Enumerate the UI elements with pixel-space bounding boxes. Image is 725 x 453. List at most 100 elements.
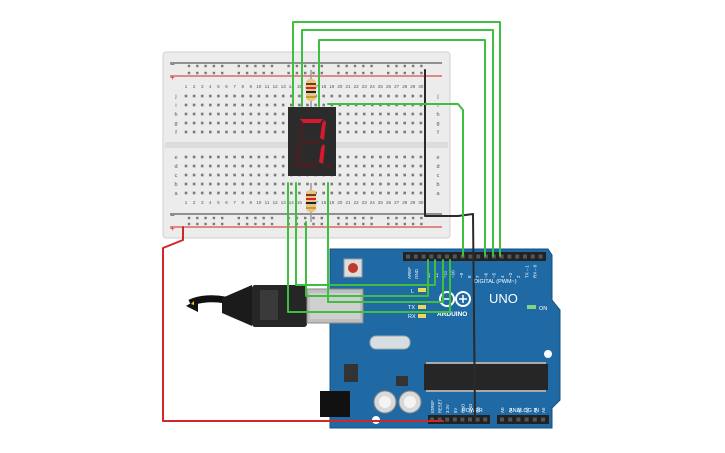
column-number: 6 [225,84,228,89]
resistor-top[interactable] [306,70,316,108]
rx-led [418,314,426,318]
column-number: 8 [241,84,244,89]
header-pin[interactable] [452,417,457,422]
header-pin[interactable] [499,254,504,259]
header-pin[interactable] [484,254,488,259]
arduino-logo-icon [439,291,471,307]
power-pin-label: 5V [453,408,458,413]
digital-pin-label: ~3 [508,272,513,278]
header-pin[interactable] [452,254,457,259]
header-pin[interactable] [468,417,472,422]
header-pin[interactable] [530,254,535,259]
column-number: 19 [329,200,335,205]
wire-green-8 [327,182,444,303]
power-pin-label: GND [460,404,465,413]
row-letter: a [174,191,178,197]
row-letter: f [437,130,439,136]
crystal [369,335,411,350]
analog-pin-label: A5 [541,407,546,413]
wires[interactable] [162,21,501,422]
header-pin[interactable] [516,417,521,422]
row-letter: h [174,112,177,118]
header-pin[interactable] [541,417,545,422]
power-label: POWER [462,408,483,414]
analog-pin-label: A4 [533,407,538,413]
header-pin[interactable] [445,417,450,422]
analog-pin-label: A3 [525,407,530,413]
header-pin[interactable] [437,417,442,422]
header-pin[interactable] [430,417,434,422]
column-number: 9 [250,200,253,205]
header-pin[interactable] [406,254,410,259]
header-pin[interactable] [538,254,543,259]
power-pin-label: IOREF [430,400,435,413]
decimal-point [327,164,331,168]
digital-pin-label: 8 [467,275,472,278]
header-pin[interactable] [476,254,481,259]
wire-red-5v [162,226,444,422]
row-letter: b [174,182,177,188]
header-pin[interactable] [468,254,473,259]
header-pin[interactable] [429,254,434,259]
atmega-chip [424,364,548,390]
header-pin[interactable] [483,417,488,422]
wire-green-1 [292,21,501,257]
column-number: 11 [265,200,270,205]
reset-button-cap[interactable] [348,263,358,273]
header-pin[interactable] [508,417,513,422]
column-number: 28 [402,200,408,205]
column-number: 27 [394,84,400,89]
rail-plus-label-bottom: + [170,224,175,233]
column-number: 7 [233,84,236,89]
digital-pin-label: 2 [516,275,521,278]
column-number: 4 [209,84,212,89]
power-pin-label: 3.3V [445,404,450,413]
usb-plug-icon [191,301,194,305]
seven-segment-display[interactable] [288,107,336,176]
row-letter: e [174,155,177,161]
column-number: 13 [281,200,287,205]
header-pin[interactable] [500,417,504,422]
header-pin[interactable] [437,254,442,259]
digital-pin-label: TX→1 [524,265,529,278]
analog-pin-label: A2 [516,407,521,413]
power-pin-label: RESET [438,399,443,413]
header-pin[interactable] [515,254,520,259]
column-number: 26 [386,84,392,89]
row-letter: i [437,103,438,109]
column-number: 18 [321,200,327,205]
row-letter: a [436,191,440,197]
column-number: 26 [386,200,392,205]
board-name: UNO [489,291,518,306]
voltage-regulator [344,364,358,382]
header-pin[interactable] [532,417,537,422]
header-pin[interactable] [421,254,426,259]
header-pin[interactable] [507,254,512,259]
header-pin[interactable] [413,254,418,259]
column-number: 21 [345,200,351,205]
rail-minus-label: − [170,60,175,69]
analog-pin-label: A0 [500,407,505,413]
header-pin[interactable] [475,417,480,422]
column-number: 22 [354,200,360,205]
small-chip [396,376,408,386]
digital-pin-label: ~11 [442,270,447,278]
column-number: 18 [321,84,327,89]
header-pin[interactable] [445,254,449,259]
resistor-bottom[interactable] [306,183,316,222]
usb-cable[interactable] [186,285,364,327]
header-pin[interactable] [524,417,529,422]
column-number: 11 [265,84,270,89]
brand-label: ARDUINO [437,311,467,318]
digital-pin-label: ~10 [451,270,456,278]
column-number: 7 [233,200,236,205]
header-pin[interactable] [460,417,465,422]
column-number: 24 [370,84,376,89]
segment-c [319,144,325,164]
power-jack[interactable] [320,391,350,417]
column-number: 2 [193,200,196,205]
arduino-uno-board[interactable]: UNO ARDUINO ON L TX RX DIGITAL (PWM~) PO… [320,248,561,429]
tx-led [418,305,426,309]
rail-minus-label-bottom: − [170,211,175,220]
header-pin[interactable] [523,254,527,259]
